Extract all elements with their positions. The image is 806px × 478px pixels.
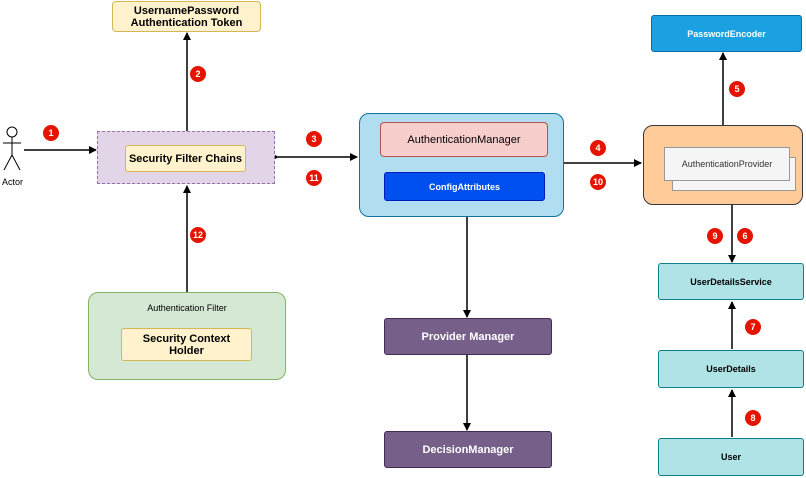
auth-provider-node: AuthenticationProvider xyxy=(664,147,790,181)
step-badge-5: 5 xyxy=(729,81,745,97)
step-badge-12: 12 xyxy=(190,227,206,243)
security-context-node: Security Context Holder xyxy=(121,328,252,361)
step-badge-8: 8 xyxy=(745,410,761,426)
step-badge-10: 10 xyxy=(590,174,606,190)
config-attributes-node: ConfigAttributes xyxy=(384,172,545,201)
step-badge-7: 7 xyxy=(745,319,761,335)
user-details-service-node: UserDetailsService xyxy=(658,263,804,300)
auth-manager-node: AuthenticationManager xyxy=(380,122,548,157)
step-badge-3: 3 xyxy=(306,131,322,147)
step-badge-1: 1 xyxy=(43,125,59,141)
filter-chains-node: Security Filter Chains xyxy=(125,145,246,172)
token-node: UsernamePassword Authentication Token xyxy=(112,1,261,32)
actor-icon xyxy=(3,126,21,171)
step-badge-6: 6 xyxy=(737,228,753,244)
step-badge-2: 2 xyxy=(190,66,206,82)
step-badge-9: 9 xyxy=(707,228,723,244)
step-badge-11: 11 xyxy=(306,170,322,186)
password-encoder-node: PasswordEncoder xyxy=(651,15,802,52)
user-node: User xyxy=(658,438,804,476)
provider-manager-node: Provider Manager xyxy=(384,318,552,355)
user-details-node: UserDetails xyxy=(658,350,804,388)
step-badge-4: 4 xyxy=(590,140,606,156)
actor-label: Actor xyxy=(2,177,24,187)
auth-filter-title: Authentication Filter xyxy=(147,303,227,313)
decision-manager-node: DecisionManager xyxy=(384,431,552,468)
